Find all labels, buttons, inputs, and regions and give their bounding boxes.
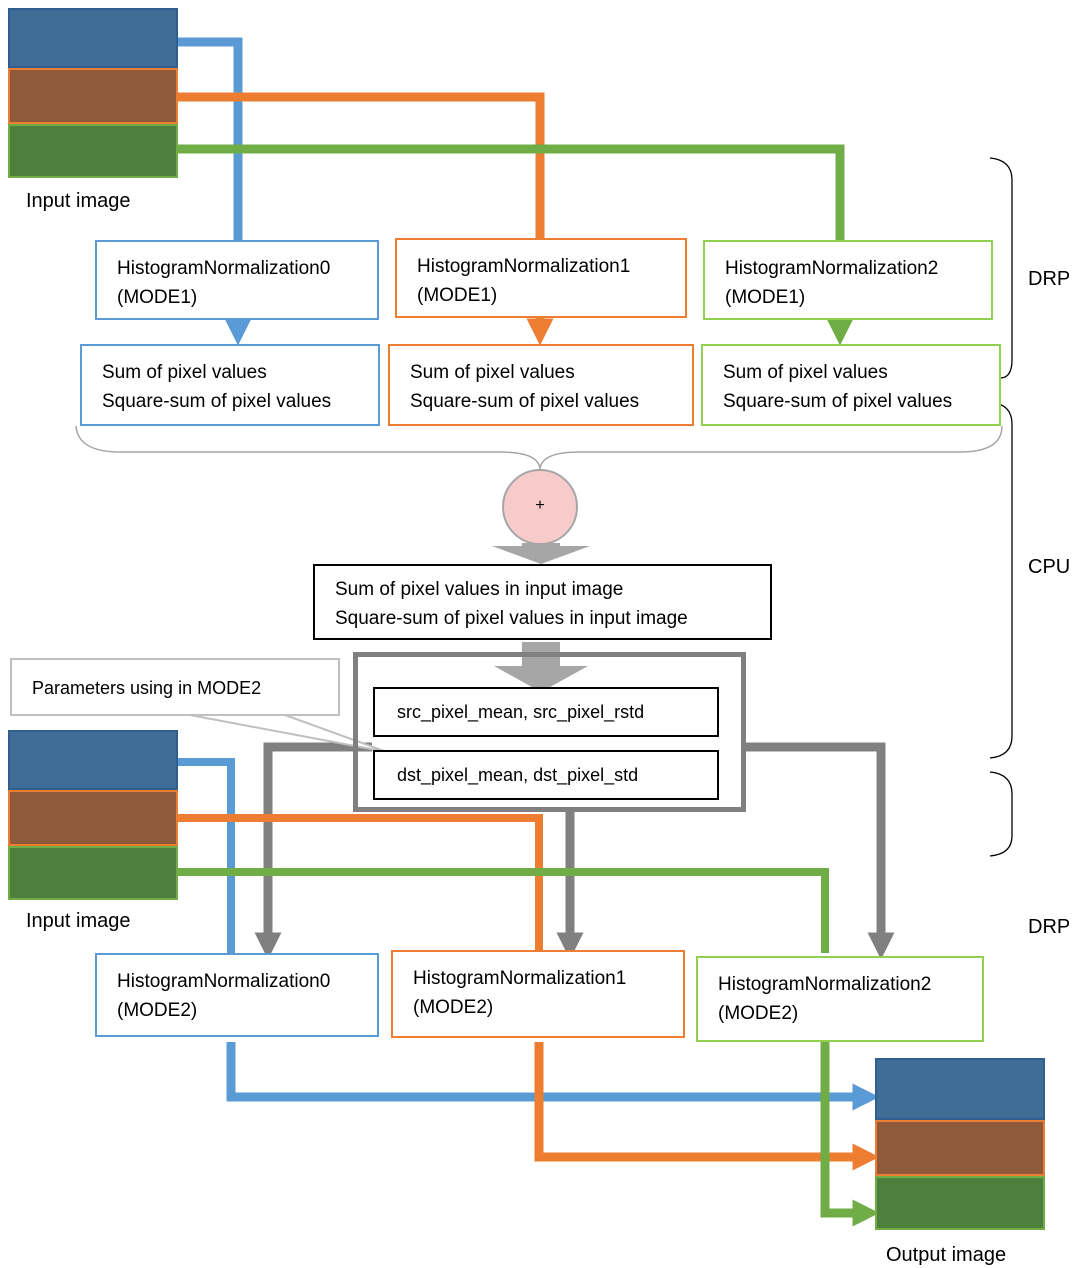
line-green-stage2: [178, 868, 829, 953]
result-sums-0: Sum of pixel values Square-sum of pixel …: [80, 344, 380, 426]
channel-band-green: [8, 846, 178, 900]
channel-band-orange: [8, 790, 178, 846]
parameter-container: [353, 652, 746, 812]
channel-band-orange: [875, 1120, 1045, 1176]
block-mode: (MODE2): [117, 1000, 198, 1021]
input-image-top: [8, 8, 178, 178]
block-name: HistogramNormalization0: [117, 258, 331, 279]
combined-sum-text: Sum of pixel values in input image: [335, 579, 624, 600]
arrow-plus-to-sum: [492, 543, 590, 564]
side-label-cpu: CPU: [1028, 556, 1071, 578]
sum-text: Sum of pixel values: [410, 362, 575, 383]
line-green-output: [820, 1042, 880, 1227]
line-orange-output: [534, 1042, 880, 1171]
output-image-label: Output image: [886, 1244, 1007, 1266]
block-name: HistogramNormalization2: [718, 974, 932, 995]
block-mode: (MODE2): [718, 1003, 799, 1024]
block-mode: (MODE1): [117, 287, 198, 308]
line-blue-output: [226, 1042, 880, 1111]
line-orange-stage2: [178, 814, 543, 953]
brace-drp-bottom: [989, 771, 1013, 857]
channel-band-blue: [875, 1058, 1045, 1120]
block-name: HistogramNormalization0: [117, 971, 331, 992]
side-label-drp-bottom: DRP: [1028, 916, 1071, 938]
histnorm1-mode2: HistogramNormalization1 (MODE2): [391, 950, 685, 1038]
input-image-bottom: [8, 730, 178, 900]
param-line-0: [254, 742, 372, 960]
histnorm2-mode2: HistogramNormalization2 (MODE2): [696, 956, 984, 1042]
block-name: HistogramNormalization1: [417, 256, 631, 277]
histnorm0-mode2: HistogramNormalization0 (MODE2): [95, 953, 379, 1037]
channel-band-blue: [8, 730, 178, 790]
block-mode: (MODE1): [417, 285, 498, 306]
result-sums-2: Sum of pixel values Square-sum of pixel …: [701, 344, 1001, 426]
arrow-sum-to-params: [494, 642, 588, 692]
sum-text: Sum of pixel values: [102, 362, 267, 383]
histnorm0-mode1: HistogramNormalization0 (MODE1): [95, 240, 379, 320]
histnorm1-mode1: HistogramNormalization1 (MODE1): [395, 238, 687, 318]
brace-drp-top: [989, 157, 1013, 379]
channel-band-blue: [8, 8, 178, 68]
src-params: src_pixel_mean, src_pixel_rstd: [373, 687, 719, 737]
line-blue-stage1: [178, 37, 252, 346]
input-image-label-bottom: Input image: [26, 910, 131, 932]
block-mode: (MODE1): [725, 287, 806, 308]
combined-sums: Sum of pixel values in input image Squar…: [313, 564, 772, 640]
block-mode: (MODE2): [413, 997, 494, 1018]
output-image: [875, 1058, 1045, 1230]
result-sums-1: Sum of pixel values Square-sum of pixel …: [388, 344, 694, 426]
channel-band-green: [8, 124, 178, 178]
dst-params: dst_pixel_mean, dst_pixel_std: [373, 750, 719, 800]
brace-cpu: [989, 401, 1013, 759]
block-name: HistogramNormalization2: [725, 258, 939, 279]
square-sum-text: Square-sum of pixel values: [723, 391, 953, 412]
histnorm2-mode1: HistogramNormalization2 (MODE1): [703, 240, 993, 320]
param-line-2: [746, 742, 895, 960]
square-sum-text: Square-sum of pixel values: [410, 391, 640, 412]
sum-operator: +: [502, 469, 578, 545]
parameters-callout: Parameters using in MODE2: [10, 658, 340, 716]
square-sum-text: Square-sum of pixel values: [102, 391, 332, 412]
input-image-label-top: Input image: [26, 190, 131, 212]
block-name: HistogramNormalization1: [413, 968, 627, 989]
line-blue-stage2: [178, 758, 235, 953]
brace-results: [75, 425, 1003, 471]
channel-band-orange: [8, 68, 178, 124]
side-label-drp-top: DRP: [1028, 268, 1071, 290]
channel-band-green: [875, 1176, 1045, 1230]
combined-square-sum-text: Square-sum of pixel values in input imag…: [335, 608, 688, 629]
sum-text: Sum of pixel values: [723, 362, 888, 383]
